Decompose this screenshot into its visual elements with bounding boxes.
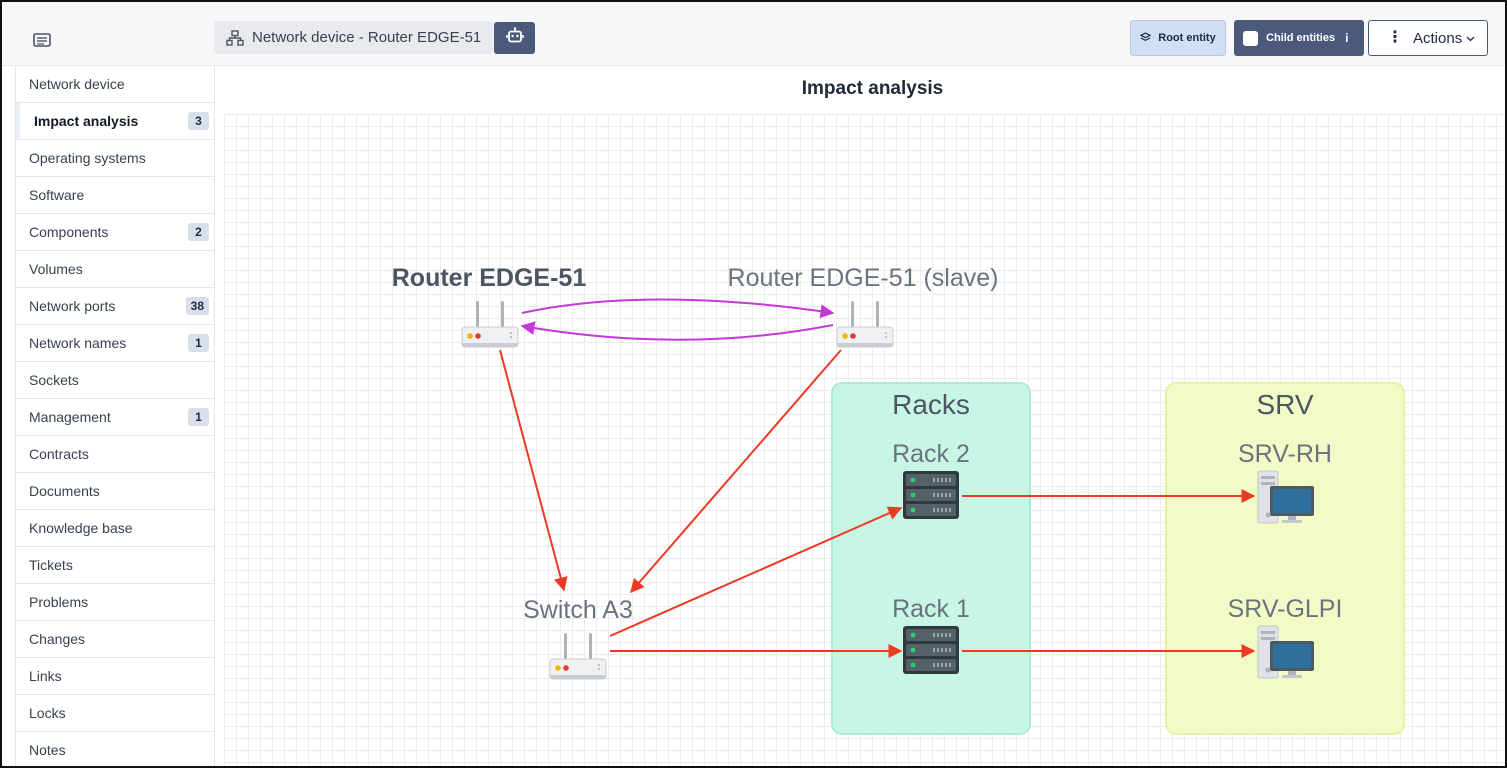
root-entity-label: Root entity	[1158, 32, 1216, 44]
network-device-icon	[226, 29, 244, 46]
server-rack-icon	[903, 471, 959, 519]
node-switch-a3[interactable]: Switch A3	[523, 596, 633, 680]
count-badge: 2	[188, 223, 209, 241]
node-srv-glpi[interactable]: SRV-GLPI	[1228, 595, 1343, 679]
node-label: Rack 1	[892, 595, 970, 623]
sidebar-item-label: Management	[29, 409, 111, 425]
group-racks-label: Racks	[892, 389, 970, 420]
node-label: Switch A3	[523, 596, 633, 624]
sidebar-item-label: Tickets	[29, 557, 73, 573]
page-title: Impact analysis	[801, 78, 944, 99]
node-label: Router EDGE-51 (slave)	[728, 264, 999, 292]
impact-graph-canvas[interactable]: Racks SRV	[224, 114, 1505, 766]
breadcrumb[interactable]: Network device - Router EDGE-51	[214, 21, 494, 54]
sidebar-item-links[interactable]: Links	[16, 658, 214, 695]
count-badge: 38	[185, 297, 209, 315]
sidebar-item-label: Network device	[29, 76, 125, 92]
sidebar-item-label: Contracts	[29, 446, 89, 462]
sidebar-item-label: Volumes	[29, 261, 83, 277]
info-icon[interactable]: i	[1345, 31, 1349, 45]
node-label: SRV-GLPI	[1228, 595, 1343, 623]
sidebar-item-impact-analysis[interactable]: Impact analysis 3	[16, 103, 214, 140]
sidebar-item-label: Notes	[29, 742, 66, 758]
edge-switch-to-rack2	[609, 506, 903, 637]
sidebar-item-label: Problems	[29, 594, 89, 610]
sidebar-item-network-device[interactable]: Network device	[16, 66, 214, 103]
edge-slave-to-switch	[630, 349, 842, 594]
actions-dropdown[interactable]: ⋮ Actions	[1368, 20, 1488, 56]
child-entities-label: Child entities	[1266, 32, 1336, 44]
sidebar-item-label: Documents	[29, 483, 100, 499]
node-router-edge-51-slave[interactable]: Router EDGE-51 (slave)	[728, 264, 999, 348]
sidebar-item-network-ports[interactable]: Network ports 38	[16, 288, 214, 325]
sidebar-item-label: Network ports	[29, 298, 116, 314]
count-badge: 1	[188, 334, 209, 352]
node-rack-1[interactable]: Rack 1	[892, 595, 970, 674]
bot-button[interactable]	[494, 22, 535, 54]
sidebar-item-label: Operating systems	[29, 150, 146, 166]
sidebar-item-contracts[interactable]: Contracts	[16, 436, 214, 473]
sidebar-item-notes[interactable]: Notes	[16, 732, 214, 766]
sidebar-item-volumes[interactable]: Volumes	[16, 251, 214, 288]
sidebar-item-network-names[interactable]: Network names 1	[16, 325, 214, 362]
sidebar-item-locks[interactable]: Locks	[16, 695, 214, 732]
layers-icon	[1139, 31, 1152, 45]
router-icon	[836, 300, 894, 348]
sidebar-item-documents[interactable]: Documents	[16, 473, 214, 510]
node-label: Router EDGE-51	[392, 264, 587, 292]
node-label: Rack 2	[892, 440, 970, 468]
sidebar-item-operating-systems[interactable]: Operating systems	[16, 140, 214, 177]
sidebar-item-label: Changes	[29, 631, 86, 647]
impact-graph: Racks SRV	[392, 264, 1405, 735]
sidebar-item-problems[interactable]: Problems	[16, 584, 214, 621]
sidebar-item-label: Network names	[29, 335, 127, 351]
group-srv-label: SRV	[1256, 389, 1313, 420]
router-icon	[549, 632, 607, 680]
sidebar-item-knowledge-base[interactable]: Knowledge base	[16, 510, 214, 547]
list-toggle-icon[interactable]	[32, 31, 52, 49]
child-entities-checkbox[interactable]	[1243, 30, 1258, 46]
sidebar-item-label: Software	[29, 187, 85, 203]
sidebar-item-tickets[interactable]: Tickets	[16, 547, 214, 584]
breadcrumb-label: Network device - Router EDGE-51	[252, 29, 482, 46]
sidebar-item-components[interactable]: Components 2	[16, 214, 214, 251]
router-icon	[461, 300, 519, 348]
sidebar-item-software[interactable]: Software	[16, 177, 214, 214]
group-racks[interactable]: Racks	[831, 382, 1031, 735]
server-rack-icon	[903, 626, 959, 674]
sidebar-item-label: Components	[29, 224, 109, 240]
main-panel: Impact analysis	[216, 66, 1505, 766]
sidebar-item-label: Sockets	[29, 372, 79, 388]
kebab-icon: ⋮	[1387, 29, 1403, 46]
sidebar-item-label: Knowledge base	[29, 520, 133, 536]
sidebar-item-changes[interactable]: Changes	[16, 621, 214, 658]
sidebar-item-label: Links	[29, 668, 62, 684]
count-badge: 3	[188, 112, 209, 130]
node-rack-2[interactable]: Rack 2	[892, 440, 970, 519]
edge-slave-to-router	[520, 321, 834, 341]
node-label: SRV-RH	[1238, 440, 1332, 468]
sidebar-item-management[interactable]: Management 1	[16, 399, 214, 436]
edge-router-to-switch	[499, 349, 568, 592]
edge-router-to-slave	[521, 298, 835, 319]
group-srv[interactable]: SRV	[1165, 382, 1405, 735]
root-entity-button[interactable]: Root entity	[1130, 20, 1226, 56]
robot-icon	[505, 27, 524, 49]
chevron-down-icon	[1466, 34, 1475, 45]
actions-label: Actions	[1413, 29, 1463, 47]
node-srv-rh[interactable]: SRV-RH	[1238, 440, 1332, 524]
sidebar-item-sockets[interactable]: Sockets	[16, 362, 214, 399]
sidebar-item-label: Impact analysis	[34, 113, 139, 129]
graph-edges	[499, 298, 1256, 658]
top-toolbar: Network device - Router EDGE-51	[2, 2, 1505, 66]
count-badge: 1	[188, 408, 209, 426]
node-router-edge-51[interactable]: Router EDGE-51	[392, 264, 587, 348]
sidebar-item-label: Locks	[29, 705, 66, 721]
child-entities-toggle[interactable]: Child entities i	[1234, 20, 1364, 56]
